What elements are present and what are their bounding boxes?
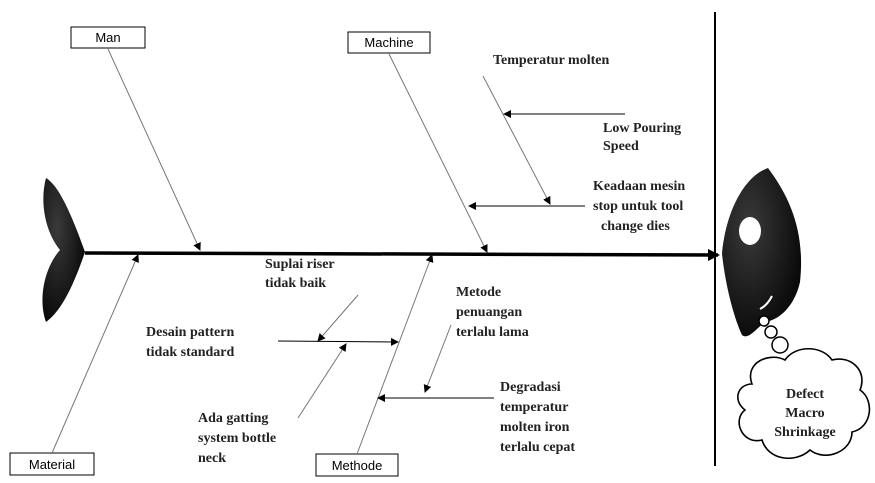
effect-line-1: Defect (786, 387, 824, 402)
thought-bubbles (758, 315, 789, 354)
cause-metode-penuangan-3: terlalu lama (456, 325, 529, 340)
cause-desain-pattern-2: tidak standard (146, 345, 235, 360)
cause-suplai-riser-1: Suplai riser (265, 257, 335, 272)
cause-ada-gatting-1: Ada gatting (198, 411, 268, 426)
cause-ada-gatting-2: system bottle (198, 431, 276, 446)
cause-degradasi-3: molten iron (500, 420, 570, 435)
cause-degradasi-1: Degradasi (500, 380, 561, 395)
fish-eye (739, 217, 761, 245)
cause-temperatur-molten: Temperatur molten (493, 53, 609, 68)
branch-machine: Machine Temperatur molten Low Pouring Sp… (347, 31, 685, 253)
category-material-label: Material (29, 457, 75, 472)
branch-material: Material Suplai riser tidak baik Desain … (9, 254, 399, 476)
spine-line (84, 248, 720, 261)
cause-metode-penuangan-2: penuangan (456, 305, 522, 320)
cause-ada-gatting-3: neck (198, 451, 226, 466)
category-machine-label: Machine (364, 35, 413, 50)
cause-keadaan-mesin-1: Keadaan mesin (593, 179, 685, 194)
branch-man: Man (70, 26, 201, 251)
cause-keadaan-mesin-3: change dies (601, 219, 670, 234)
fish-tail (42, 178, 85, 322)
cause-low-pouring-2: Speed (603, 139, 639, 154)
fish-head (722, 168, 802, 337)
effect-cloud: Defect Macro Shrinkage (737, 347, 871, 459)
cause-degradasi-2: temperatur (500, 400, 568, 415)
cause-low-pouring-1: Low Pouring (603, 121, 681, 136)
effect-line-3: Shrinkage (774, 425, 835, 440)
cause-keadaan-mesin-2: stop untuk tool (593, 199, 683, 214)
cause-suplai-riser-2: tidak baik (265, 276, 326, 291)
category-methode-label: Methode (332, 458, 383, 473)
cause-metode-penuangan-1: Metode (456, 285, 501, 300)
category-man-label: Man (95, 30, 120, 45)
branch-methode: Methode Metode penuangan terlalu lama De… (315, 254, 575, 477)
effect-line-2: Macro (785, 406, 824, 421)
cause-desain-pattern-1: Desain pattern (146, 325, 234, 340)
cause-degradasi-4: terlalu cepat (500, 440, 575, 455)
